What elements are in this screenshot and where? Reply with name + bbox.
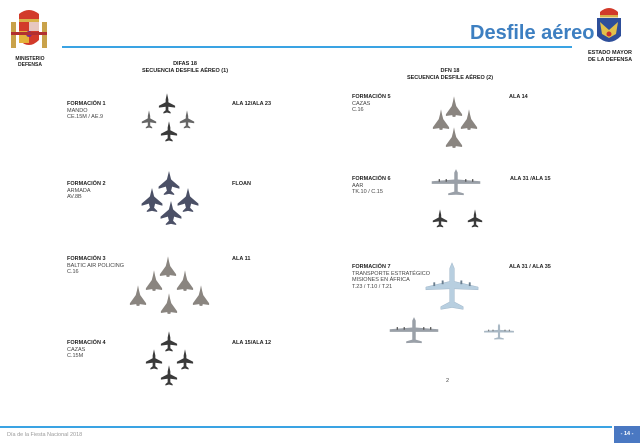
formation-title: FORMACIÓN 5 — [352, 94, 391, 100]
formation-title: FORMACIÓN 3 — [67, 256, 106, 262]
section-line2: SECUENCIA DESFILE AÉREO (1) — [141, 67, 229, 74]
formation-line: T.23 / T.10 / T.21 — [352, 283, 393, 290]
light-transport-plane-icon — [483, 318, 515, 346]
formation-5-info: FORMACIÓN 5 CAZAS C.16 — [352, 94, 391, 114]
formation-line: CAZAS — [67, 346, 86, 353]
harrier-jet-icon — [160, 201, 182, 226]
fighter-jet-icon — [432, 208, 448, 230]
section-header-dfn: DFN 18 SECUENCIA DESFILE AÉREO (2) — [385, 68, 515, 81]
fighter-jet-icon — [176, 349, 194, 371]
section-line2: SECUENCIA DESFILE AÉREO (2) — [406, 74, 494, 81]
formation-line: ARMADA — [67, 187, 91, 194]
section-header-difas: DIFAS 18 SECUENCIA DESFILE AÉREO (1) — [120, 61, 250, 74]
section-page-marker: 2 — [446, 378, 450, 384]
formation-line: C.16 — [352, 107, 364, 113]
formation-line: AAR — [352, 182, 364, 189]
ministerio-defensa-coat-of-arms-logo — [8, 8, 50, 54]
formation-title: FORMACIÓN 2 — [67, 181, 106, 187]
delta-wing-jet-icon — [445, 125, 463, 151]
formation-title: FORMACIÓN 6 — [352, 176, 391, 182]
delta-wing-jet-icon — [192, 283, 210, 309]
formation-4-info: FORMACIÓN 4 CAZAS C.15M — [67, 340, 106, 360]
formation-6-unit: ALA 31 /ALA 15 — [510, 176, 551, 182]
formation-4-unit: ALA 15/ALA 12 — [232, 340, 272, 346]
section-line1: DIFAS 18 — [173, 61, 197, 67]
formation-2-unit: FLOAN — [232, 181, 251, 187]
estado-mayor-defensa-emblem-logo — [594, 4, 624, 48]
formation-line: BALTIC AIR POLICING — [67, 262, 125, 269]
caption-line: MINISTERIO — [15, 56, 45, 62]
formation-7-unit: ALA 31 / ALA 35 — [509, 264, 551, 270]
formation-line: TK.10 / C.15 — [352, 189, 383, 195]
formation-line: C.16 — [67, 269, 79, 275]
page-number-badge: - 14 - — [614, 426, 640, 443]
formation-line: AV.8B — [67, 194, 82, 200]
section-line1: DFN 18 — [440, 68, 460, 74]
fighter-jet-icon — [467, 208, 483, 230]
fighter-jet-icon — [179, 109, 195, 131]
tanker-transport-icon — [430, 165, 482, 201]
footer-divider — [0, 426, 612, 428]
footer-text: Día de la Fiesta Nacional 2018 — [7, 432, 83, 438]
formation-title: FORMACIÓN 4 — [67, 340, 106, 346]
formation-line: C.15M — [67, 353, 84, 359]
header-divider — [62, 46, 572, 48]
delta-wing-jet-icon — [160, 291, 178, 317]
formation-line: TRANSPORTE ESTRATÉGICO — [352, 270, 431, 277]
caption-line: DE LA DEFENSA — [587, 56, 633, 63]
formation-3-unit: ALA 11 — [232, 256, 251, 262]
formation-line: MANDO — [67, 107, 88, 114]
formation-5-unit: ALA 14 — [509, 94, 528, 100]
formation-1-info: FORMACIÓN 1 MANDO CE.15M / AE.9 — [67, 101, 106, 121]
formation-line: CE.15M / AE.9 — [67, 114, 104, 120]
caption-line: ESTADO MAYOR — [587, 50, 632, 56]
caption-line: DEFENSA — [18, 62, 42, 68]
page-title: Desfile aéreo — [470, 22, 595, 44]
formation-3-info: FORMACIÓN 3 BALTIC AIR POLICING C.16 — [67, 256, 124, 276]
formation-title: FORMACIÓN 7 — [352, 264, 391, 270]
transport-plane-icon — [424, 259, 480, 315]
fighter-jet-icon — [160, 121, 178, 143]
formation-line: CAZAS — [352, 100, 371, 107]
ministerio-defensa-caption: MINISTERIO DEFENSA — [6, 56, 54, 68]
formation-2-info: FORMACIÓN 2 ARMADA AV.8B — [67, 181, 106, 201]
fighter-jet-icon — [160, 365, 178, 387]
formation-title: FORMACIÓN 1 — [67, 101, 106, 107]
formation-line: MISIONES EN ÁFRICA — [352, 277, 410, 283]
formation-6-info: FORMACIÓN 6 AAR TK.10 / C.15 — [352, 176, 391, 196]
delta-wing-jet-icon — [129, 283, 147, 309]
formation-7-info: FORMACIÓN 7 TRANSPORTE ESTRATÉGICO MISIO… — [352, 264, 430, 290]
fighter-jet-icon — [158, 93, 176, 115]
formation-1-unit: ALA 12/ALA 23 — [232, 101, 272, 107]
tanker-transport-icon — [388, 313, 440, 349]
estado-mayor-caption: ESTADO MAYOR DE LA DEFENSA — [580, 50, 640, 63]
fighter-jet-icon — [141, 109, 157, 131]
